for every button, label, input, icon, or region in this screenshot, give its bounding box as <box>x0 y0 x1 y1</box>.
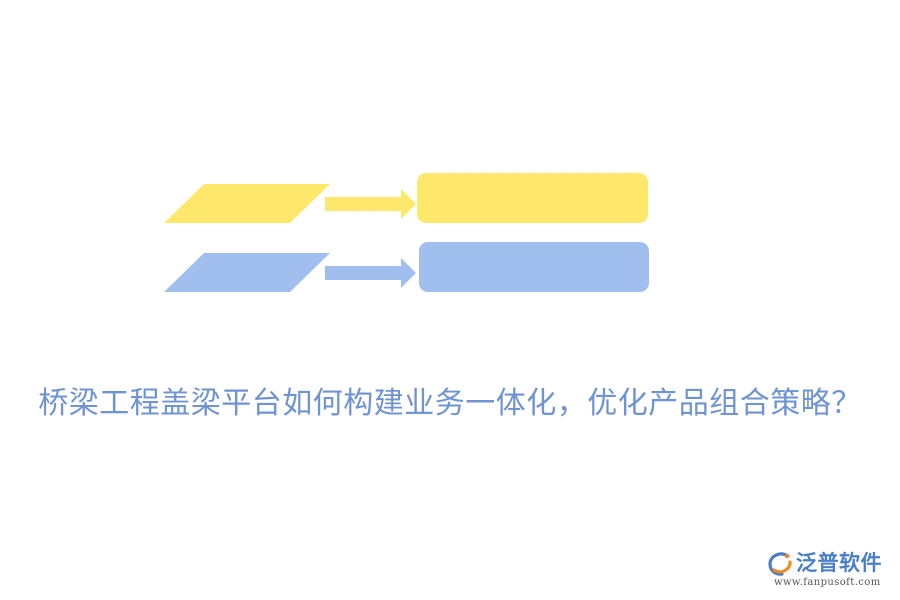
brand-logo: 泛普软件 www.fanpusoft.com <box>766 548 892 592</box>
connector-arrow-1 <box>325 189 416 219</box>
input-parallelogram-2 <box>164 253 330 292</box>
input-parallelogram-1 <box>164 184 330 223</box>
headline-title: 桥梁工程盖梁平台如何构建业务一体化，优化产品组合策略？ <box>38 386 862 421</box>
connector-arrow-2 <box>325 258 416 288</box>
fanpu-logo-icon <box>768 552 792 576</box>
output-box-1 <box>417 173 648 223</box>
output-box-2 <box>419 242 649 292</box>
brand-name: 泛普软件 <box>796 551 882 575</box>
process-diagram <box>164 173 649 292</box>
brand-url: www.fanpusoft.com <box>774 577 881 588</box>
